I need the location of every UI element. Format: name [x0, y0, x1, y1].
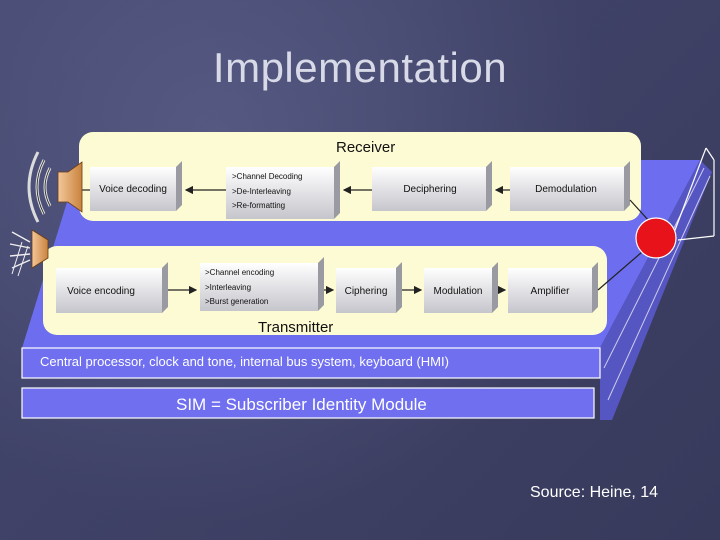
channel-encoding-line-2: >Interleaving: [205, 283, 251, 292]
slide-title: Implementation: [212, 44, 508, 91]
antenna-icon: [635, 147, 715, 259]
voice-encoding-label: Voice encoding: [67, 286, 135, 297]
channel-encoding-line-1: >Channel encoding: [205, 268, 274, 277]
voice-decoding-label: Voice decoding: [99, 184, 167, 195]
microphone-icon: [9, 229, 49, 277]
channel-decoding-line-2: >De-Interleaving: [232, 187, 291, 196]
source-citation: Source: Heine, 14: [530, 484, 659, 501]
transmitter-label: Transmitter: [258, 319, 333, 336]
speaker-icon: [27, 151, 83, 223]
amplifier-label: Amplifier: [531, 286, 571, 297]
demodulation-label: Demodulation: [535, 184, 597, 195]
voice-decoding-box: Voice decoding: [90, 161, 182, 211]
channel-decoding-line-1: >Channel Decoding: [232, 172, 303, 181]
channel-encoding-box: >Channel encoding >Interleaving >Burst g…: [200, 257, 324, 311]
ciphering-box: Ciphering: [336, 262, 402, 313]
central-processor-layer: [21, 347, 601, 379]
modulation-box: Modulation: [424, 262, 498, 313]
deciphering-box: Deciphering: [372, 161, 492, 211]
voice-encoding-box: Voice encoding: [56, 262, 168, 313]
arrow-amp-to-antenna: [597, 251, 643, 291]
demodulation-box: Demodulation: [510, 161, 630, 211]
amplifier-box: Amplifier: [508, 262, 598, 313]
ciphering-label: Ciphering: [345, 286, 388, 297]
arrow-antenna-to-demod: [629, 199, 651, 223]
channel-decoding-box: >Channel Decoding >De-Interleaving >Re-f…: [226, 161, 340, 219]
receiver-label: Receiver: [336, 139, 395, 156]
modulation-label: Modulation: [434, 286, 483, 297]
deciphering-label: Deciphering: [403, 184, 456, 195]
receiver-pad: [79, 132, 641, 221]
sim-label: SIM = Subscriber Identity Module: [176, 395, 427, 414]
central-processor-label: Central processor, clock and tone, inter…: [40, 354, 449, 369]
channel-encoding-line-3: >Burst generation: [205, 297, 268, 306]
sim-layer: [21, 387, 595, 419]
channel-decoding-line-3: >Re-formatting: [232, 201, 285, 210]
